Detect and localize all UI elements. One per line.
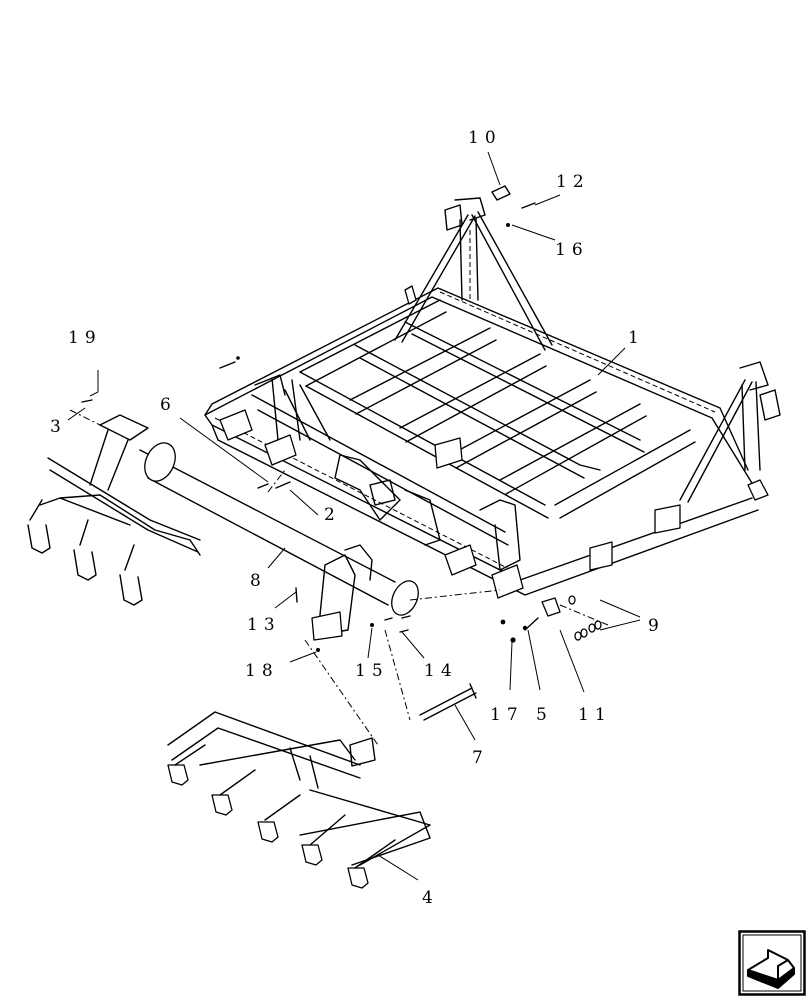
- assembly-lines: [69, 409, 609, 746]
- lower-rake-frame: [167, 711, 431, 889]
- callout-1: 1: [628, 328, 645, 348]
- callout-4: 4: [422, 888, 439, 908]
- callout-8: 8: [250, 571, 267, 591]
- next-page-button[interactable]: [738, 930, 806, 996]
- callout-9: 9: [648, 616, 665, 636]
- callout-14: 14: [424, 661, 458, 681]
- callout-2: 2: [324, 505, 341, 525]
- next-page-arrow-icon: [738, 930, 806, 996]
- callout-16: 16: [555, 240, 589, 260]
- main-tube: [139, 442, 419, 641]
- callout-5: 5: [536, 705, 553, 725]
- callout-19: 19: [68, 328, 102, 348]
- callout-3: 3: [50, 417, 67, 437]
- leader-lines: [67, 151, 641, 881]
- callout-15: 15: [355, 661, 389, 681]
- callout-11: 11: [578, 705, 612, 725]
- right-tower: [394, 197, 553, 351]
- callout-12: 12: [556, 172, 590, 192]
- callout-6: 6: [160, 395, 177, 415]
- callout-17: 17: [490, 705, 524, 725]
- main-frame: [204, 287, 759, 599]
- callout-7: 7: [472, 748, 489, 768]
- callout-13: 13: [247, 615, 281, 635]
- hardware: [81, 185, 602, 721]
- left-wing-frame: [27, 414, 201, 606]
- callout-labels: 1 2 3 4 5 6 7 8 9 10 11 12 13 14 15 16 1…: [50, 128, 665, 908]
- left-tower: [679, 361, 781, 503]
- callout-10: 10: [468, 128, 502, 148]
- callout-18: 18: [245, 661, 279, 681]
